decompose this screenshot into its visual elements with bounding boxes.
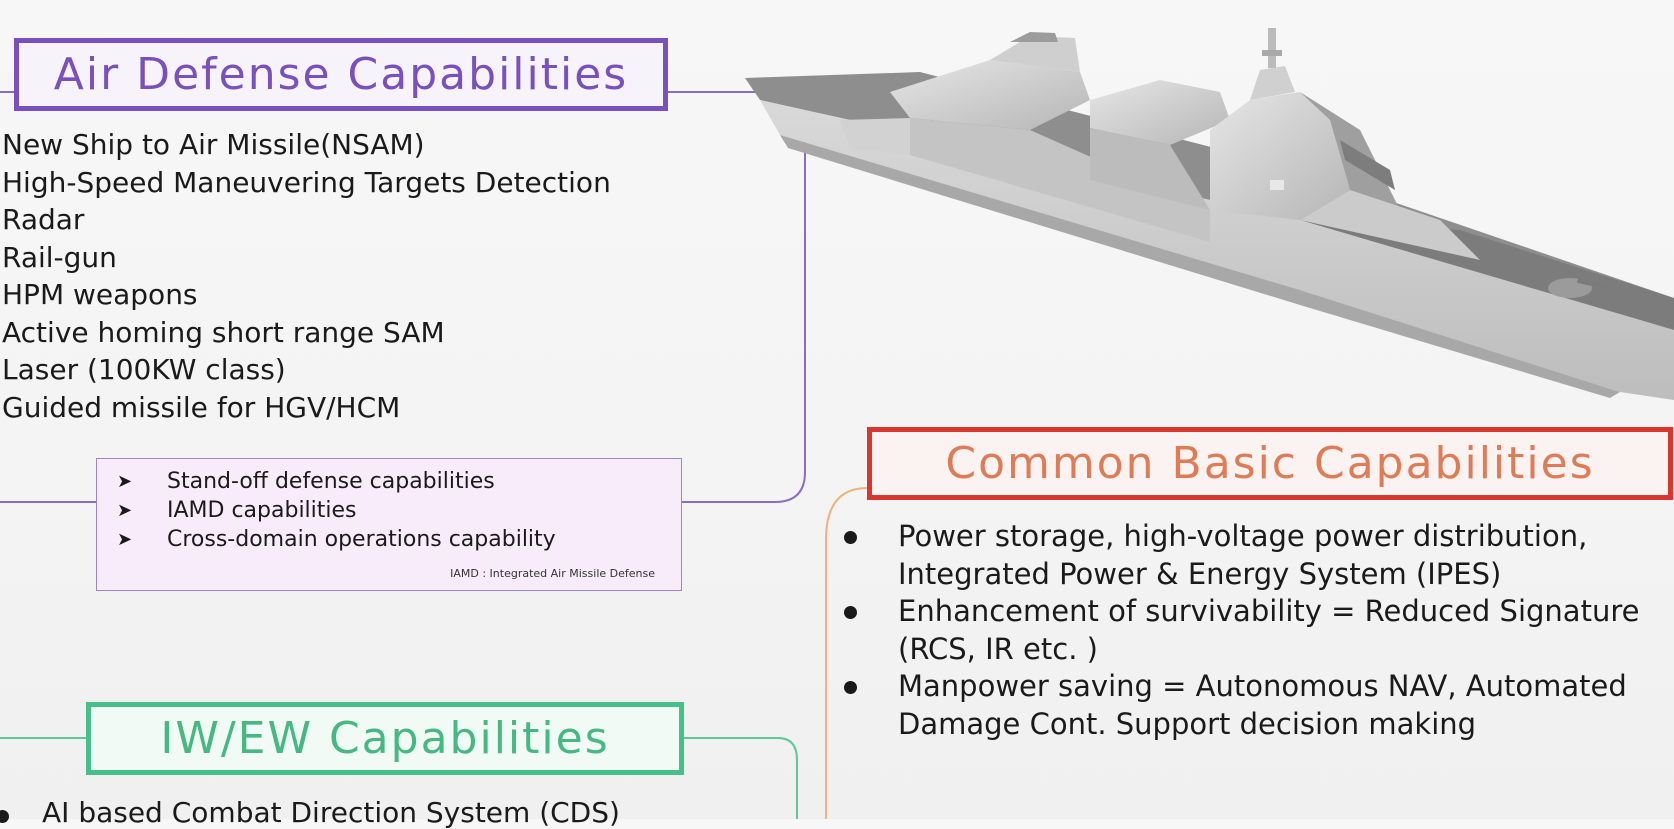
arrow-bullet-icon: ➤ xyxy=(117,529,133,550)
list-item: New Ship to Air Missile(NSAM) xyxy=(2,128,425,161)
summary-item-label: Stand-off defense capabilities xyxy=(167,469,495,494)
common-basic-title: Common Basic Capabilities xyxy=(867,427,1673,500)
summary-list: ➤ Stand-off defense capabilities ➤ IAMD ca… xyxy=(117,467,556,554)
list-item: Guided missile for HGV/HCM xyxy=(2,390,401,424)
air-defense-list: New Ship to Air Missile(NSAM) High-Speed… xyxy=(2,126,611,426)
list-item: Rail-gun xyxy=(2,240,117,274)
air-defense-summary-box: ➤ Stand-off defense capabilities ➤ IAMD ca… xyxy=(96,458,682,591)
arrow-bullet-icon: ➤ xyxy=(117,471,133,492)
iw-ew-title: IW/EW Capabilities xyxy=(86,702,684,775)
bullet-icon xyxy=(844,531,857,544)
arrow-bullet-icon: ➤ xyxy=(117,500,133,521)
list-item: Radar xyxy=(2,203,85,236)
list-item: Active homing short range SAM xyxy=(2,315,445,349)
list-item-text: AI based Combat Direction System (CDS) xyxy=(42,796,620,829)
summary-item: ➤ Cross-domain operations capability xyxy=(117,525,556,554)
summary-item-label: Cross-domain operations capability xyxy=(167,527,556,552)
list-item: Manpower saving = Autonomous NAV, Automa… xyxy=(840,668,1674,743)
summary-item: ➤ Stand-off defense capabilities xyxy=(117,467,556,496)
list-item: HPM weapons xyxy=(2,278,198,311)
common-basic-connector xyxy=(825,487,868,819)
iamd-footnote: IAMD : Integrated Air Missile Defense xyxy=(450,567,655,580)
list-item: Laser (100KW class) xyxy=(2,353,286,386)
air-defense-connector xyxy=(0,91,806,503)
bullet-icon xyxy=(844,606,857,619)
bullet-icon xyxy=(0,810,9,823)
list-item-text: Power storage, high-voltage power distri… xyxy=(898,519,1588,591)
list-item: High-Speed Maneuvering Targets Detection xyxy=(2,165,611,199)
list-item: AI based Combat Direction System (CDS) xyxy=(0,796,620,829)
list-item: Power storage, high-voltage power distri… xyxy=(840,518,1674,593)
summary-item: ➤ IAMD capabilities xyxy=(117,496,556,525)
air-defense-title: Air Defense Capabilities xyxy=(14,38,668,111)
list-item-text: Manpower saving = Autonomous NAV, Automa… xyxy=(898,669,1627,741)
list-item: Enhancement of survivability = Reduced S… xyxy=(840,593,1674,668)
list-item-text: Enhancement of survivability = Reduced S… xyxy=(898,594,1640,666)
iw-ew-connector xyxy=(0,737,798,819)
summary-item-label: IAMD capabilities xyxy=(167,498,357,523)
bullet-icon xyxy=(844,681,857,694)
common-basic-list: Power storage, high-voltage power distri… xyxy=(840,518,1674,743)
warship-illustration xyxy=(745,28,1674,400)
